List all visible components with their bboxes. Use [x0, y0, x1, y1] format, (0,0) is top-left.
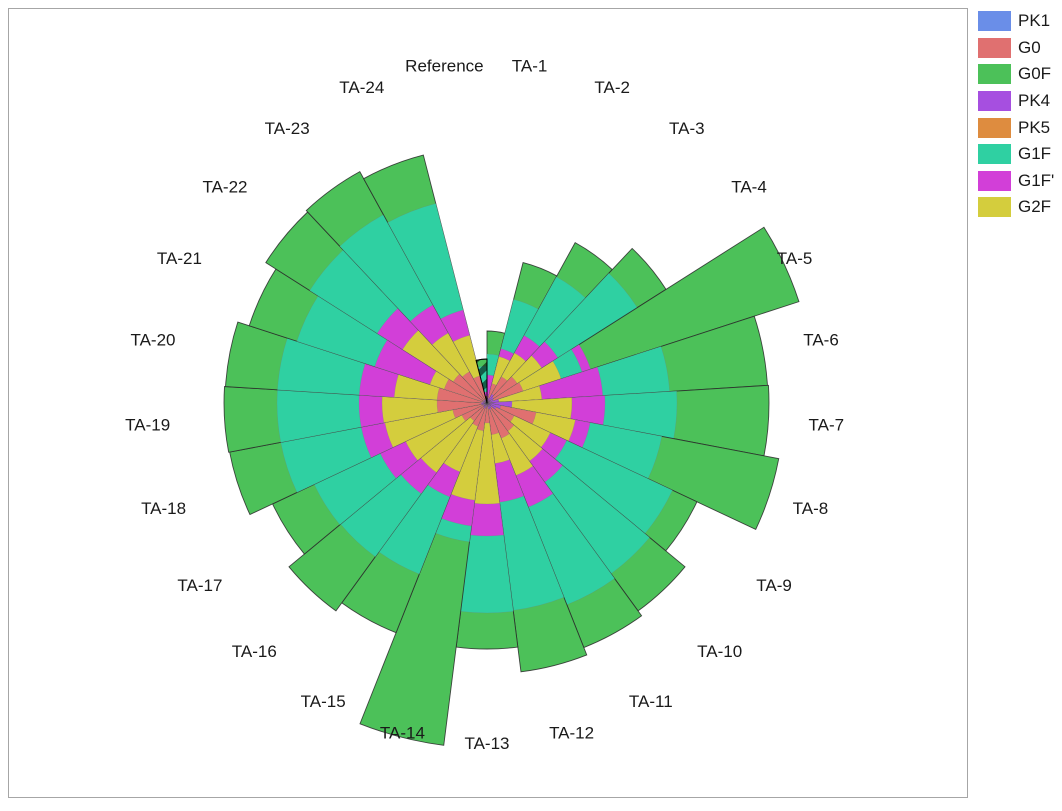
category-label-ta-12: TA-12	[549, 723, 594, 742]
reference-hatch	[475, 358, 488, 404]
category-label-ta-14: TA-14	[380, 723, 425, 742]
category-label-ta-21: TA-21	[157, 249, 202, 268]
legend-item-pk1: PK1	[978, 8, 1060, 35]
legend-item-pk4: PK4	[978, 88, 1060, 115]
legend-swatch	[978, 197, 1011, 218]
legend-swatch	[978, 91, 1011, 112]
legend-swatch	[978, 37, 1011, 58]
category-label-ta-19: TA-19	[125, 415, 170, 434]
category-label-ta-15: TA-15	[301, 692, 346, 711]
category-label-ta-9: TA-9	[756, 576, 792, 595]
legend-label: G1F	[1018, 144, 1052, 164]
category-label-ta-2: TA-2	[594, 78, 630, 97]
legend-item-g0f: G0F	[978, 61, 1060, 88]
legend-swatch	[978, 144, 1011, 165]
legend-item-g0: G0	[978, 35, 1060, 62]
legend-item-g1f: G1F	[978, 141, 1060, 168]
category-label-ta-22: TA-22	[202, 177, 247, 196]
legend-item-g1f-prime: G1F'	[978, 168, 1060, 195]
legend-label: G1F'	[1018, 170, 1055, 190]
category-label-ta-1: TA-1	[512, 57, 548, 76]
legend-swatch	[978, 170, 1011, 191]
legend-swatch	[978, 117, 1011, 138]
bar-group	[223, 154, 800, 746]
legend-item-pk5: PK5	[978, 114, 1060, 141]
category-label-ta-11: TA-11	[629, 692, 673, 711]
legend-swatch	[978, 64, 1011, 85]
category-label-ta-13: TA-13	[464, 734, 509, 753]
category-label-ta-20: TA-20	[130, 330, 175, 349]
category-label-ta-7: TA-7	[809, 415, 845, 434]
legend-swatch	[978, 11, 1011, 32]
legend-label: PK5	[1018, 117, 1051, 137]
category-label-ta-18: TA-18	[141, 499, 186, 518]
category-label-ta-3: TA-3	[669, 119, 705, 138]
reference-hatch-overlay	[475, 358, 488, 404]
category-label-ta-23: TA-23	[265, 119, 310, 138]
legend-label: G0F	[1018, 64, 1052, 84]
legend: PK1 G0 G0F PK4 PK5 G1F G1F' G2F	[978, 8, 1060, 221]
category-label-ta-4: TA-4	[731, 177, 767, 196]
category-label-ta-6: TA-6	[803, 330, 839, 349]
legend-label: PK1	[1018, 11, 1051, 31]
legend-label: PK4	[1018, 91, 1051, 111]
category-label-ta-5: TA-5	[777, 249, 813, 268]
category-label-ta-17: TA-17	[177, 576, 222, 595]
category-label-reference: Reference	[405, 57, 483, 76]
category-label-ta-16: TA-16	[232, 642, 277, 661]
legend-item-g2f: G2F	[978, 194, 1060, 221]
category-label-ta-24: TA-24	[339, 78, 384, 97]
legend-label: G2F	[1018, 197, 1052, 217]
category-label-ta-10: TA-10	[697, 642, 742, 661]
category-label-ta-8: TA-8	[793, 499, 829, 518]
legend-label: G0	[1018, 37, 1041, 57]
